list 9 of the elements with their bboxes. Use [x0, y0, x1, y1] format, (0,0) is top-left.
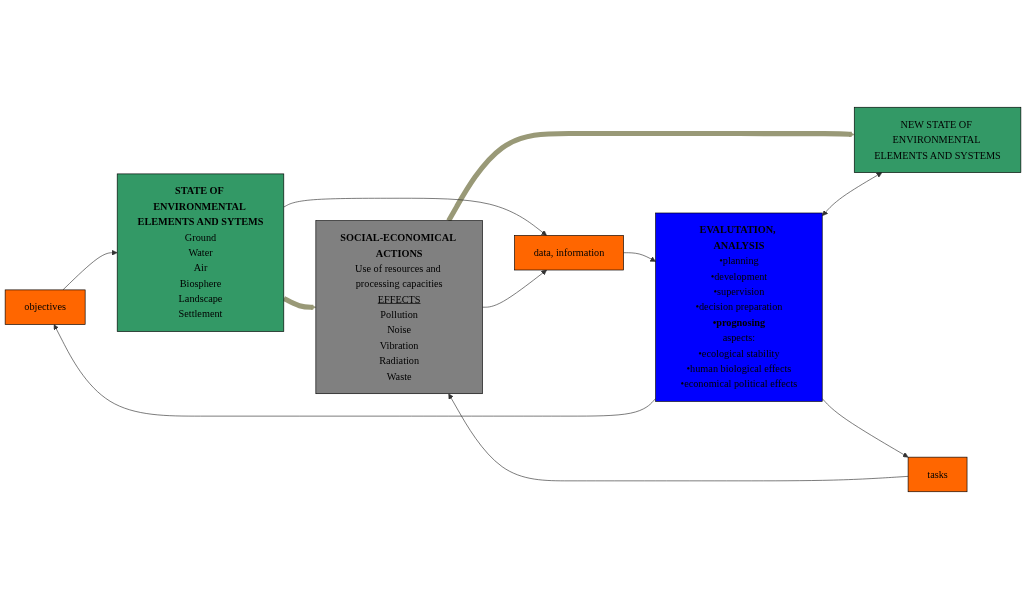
- node-box: SOCIAL-ECONOMICAL ACTIONS Use of resources and processing capacities EFFECTS Pollution Noise Vibration Radiation Waste: [315, 220, 483, 394]
- node-box: objectives: [4, 289, 86, 325]
- arrow: [446, 130, 855, 222]
- node-box: EVALUTATION, ANALYSIS •planning •development •supervision •decision preparation •prognosing aspects: •ecological stability •human biological effects •economical political effects: [655, 212, 823, 402]
- arrow: [282, 296, 317, 310]
- node-box: tasks: [907, 456, 968, 493]
- node-box: NEW STATE OF ENVIRONMENTAL ELEMENTS AND SYSTEMS: [853, 106, 1022, 173]
- node-box: data, information: [514, 235, 624, 271]
- node-box: STATE OF ENVIRONMENTAL ELEMENTS AND SYTEMS Ground Water Air Biosphere Landscape Settlement: [116, 173, 285, 332]
